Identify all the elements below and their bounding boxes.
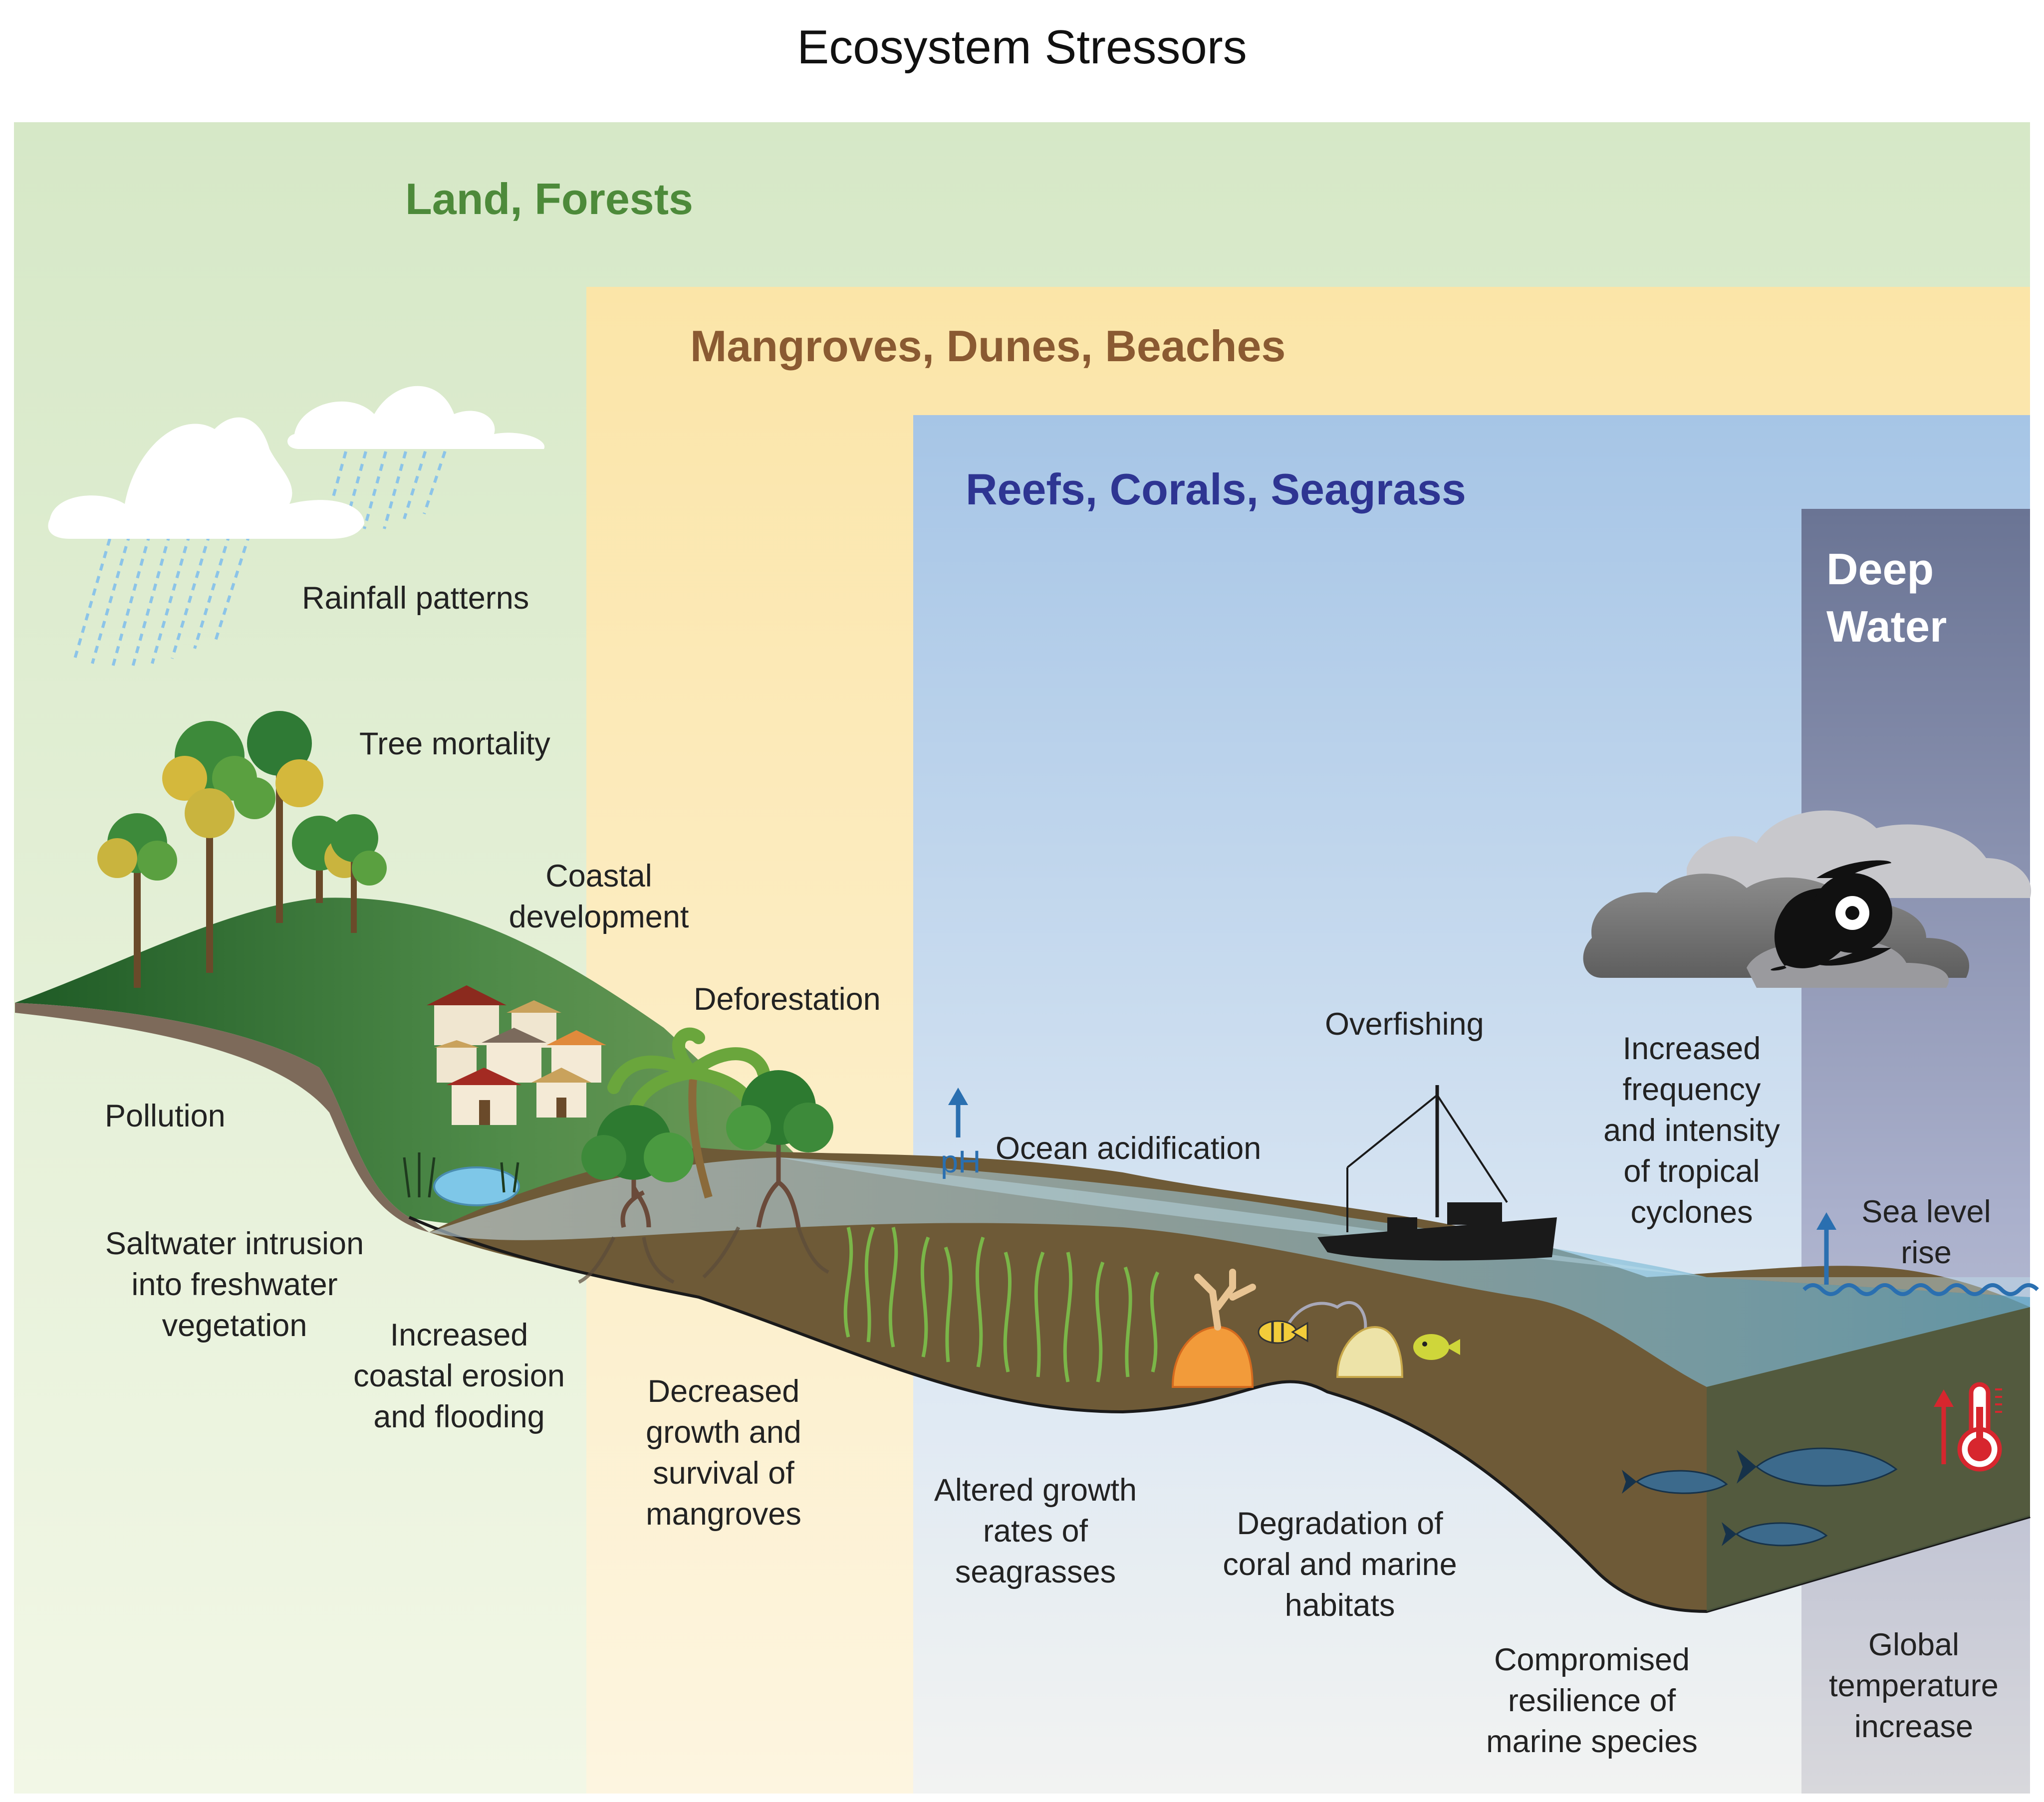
fish-icon	[1622, 1470, 1728, 1494]
tree-icon	[97, 813, 177, 988]
marine-resilience-label-line3: marine species	[1486, 1724, 1698, 1759]
coastal-erosion-label-line1: Increased	[390, 1318, 528, 1352]
tropical-cyclones-label-line4: of tropical	[1623, 1154, 1760, 1189]
sea-level-rise-label-line1: Sea level	[1861, 1194, 1991, 1229]
tree-icon	[234, 711, 323, 923]
rain-icon	[73, 439, 451, 669]
sea-floor-edge	[408, 1216, 2031, 1613]
coral-icon	[1336, 1326, 1404, 1378]
coral-degradation-label-line3: habitats	[1284, 1588, 1395, 1623]
cloud-icon	[287, 386, 545, 449]
rain-cloud-group	[48, 386, 545, 669]
mangrove-icon	[726, 1070, 833, 1228]
mangrove-survival-label-line4: mangroves	[646, 1497, 801, 1532]
seagrass-growth-label-line1: Altered growth	[934, 1473, 1137, 1508]
deep-water-heading-line2: Water	[1826, 602, 1947, 651]
tree-group	[97, 711, 387, 988]
seagrass-growth-label-line2: rates of	[983, 1514, 1088, 1549]
mangrove-icon	[581, 1105, 694, 1228]
tree-icon	[330, 814, 387, 933]
global-temperature-label-line1: Global	[1868, 1627, 1960, 1662]
saltwater-intrusion-label-line2: into freshwater	[131, 1267, 338, 1302]
boat-icon	[1317, 1085, 1557, 1261]
global-temperature-label-line3: increase	[1854, 1709, 1974, 1744]
tropical-cyclones-label-line1: Increased	[1622, 1031, 1761, 1066]
arrow-up-icon	[948, 1088, 968, 1137]
soil-layer	[15, 1003, 429, 1232]
ocean-surface	[778, 1157, 2030, 1297]
mangrove-roots	[578, 1226, 829, 1284]
house-icon	[447, 1068, 521, 1125]
coral-degradation-label-line1: Degradation of	[1237, 1506, 1443, 1541]
fish-icon	[1413, 1334, 1460, 1360]
pollution-label: Pollution	[105, 1099, 226, 1133]
marine-resilience-label-line1: Compromised	[1494, 1642, 1690, 1677]
coral-degradation-label-line2: coral and marine	[1223, 1547, 1457, 1582]
thermometer-icon	[1934, 1382, 2002, 1472]
marine-resilience-label-line2: resilience of	[1508, 1683, 1676, 1718]
ocean-acidification-label: Ocean acidification	[996, 1131, 1262, 1166]
ph-label: pH	[941, 1144, 981, 1179]
coastal-erosion-label-line2: coastal erosion	[353, 1358, 565, 1393]
tropical-cyclones-label-line3: and intensity	[1603, 1113, 1780, 1148]
seagrass-growth-label-line3: seagrasses	[955, 1555, 1116, 1589]
house-icon	[531, 1068, 591, 1118]
reed-icon	[403, 1152, 519, 1198]
overfishing-label: Overfishing	[1325, 1007, 1484, 1042]
mangrove-group	[578, 1027, 833, 1284]
rainfall-patterns-label: Rainfall patterns	[302, 581, 529, 616]
mangrove-zone-heading: Mangroves, Dunes, Beaches	[690, 321, 1286, 371]
saltwater-intrusion-label-line1: Saltwater intrusion	[105, 1226, 364, 1261]
tree-mortality-label: Tree mortality	[359, 726, 550, 761]
pond-icon	[433, 1166, 520, 1206]
coastal-development-label-line1: Coastal	[545, 859, 652, 894]
deep-water-heading-line1: Deep	[1826, 544, 1934, 594]
deforestation-label: Deforestation	[694, 982, 881, 1017]
arrow-up-icon	[1816, 1212, 1836, 1285]
coastal-erosion-label-line3: and flooding	[373, 1399, 545, 1434]
seagrass-icon	[843, 1226, 1160, 1382]
mangrove-survival-label-line2: growth and	[646, 1415, 801, 1450]
ocean-water	[429, 1157, 2030, 1387]
hurricane-icon	[1771, 860, 1892, 971]
coastal-development-label-line2: development	[509, 900, 689, 934]
fish-icon	[1722, 1522, 1828, 1547]
tuna-group	[1622, 1447, 1898, 1547]
coral-group	[1171, 1269, 1404, 1388]
reef-zone-heading: Reefs, Corals, Seagrass	[966, 464, 1466, 514]
house-icon	[427, 985, 507, 1045]
sea-level-rise-label-line2: rise	[1901, 1235, 1952, 1270]
land-zone-heading: Land, Forests	[405, 174, 693, 224]
fish-icon	[1258, 1320, 1308, 1344]
tropical-cyclones-label-line2: frequency	[1622, 1072, 1761, 1107]
global-temperature-label-line2: temperature	[1829, 1668, 1999, 1703]
mangrove-survival-label-line3: survival of	[653, 1456, 794, 1491]
cloud-icon	[48, 417, 365, 539]
mangrove-survival-label-line1: Decreased	[647, 1374, 800, 1409]
tropical-cyclones-label-line5: cyclones	[1630, 1195, 1753, 1230]
houses-group	[427, 985, 606, 1125]
deep-water-zone-panel	[1801, 509, 2030, 1794]
coral-icon	[1194, 1269, 1256, 1331]
fish-icon	[1737, 1447, 1898, 1487]
palm-icon	[607, 1027, 770, 1199]
wave-icon	[1802, 1283, 2039, 1296]
coral-icon	[1281, 1301, 1367, 1343]
saltwater-intrusion-label-line3: vegetation	[162, 1308, 307, 1343]
diagram-title: Ecosystem Stressors	[797, 20, 1247, 74]
